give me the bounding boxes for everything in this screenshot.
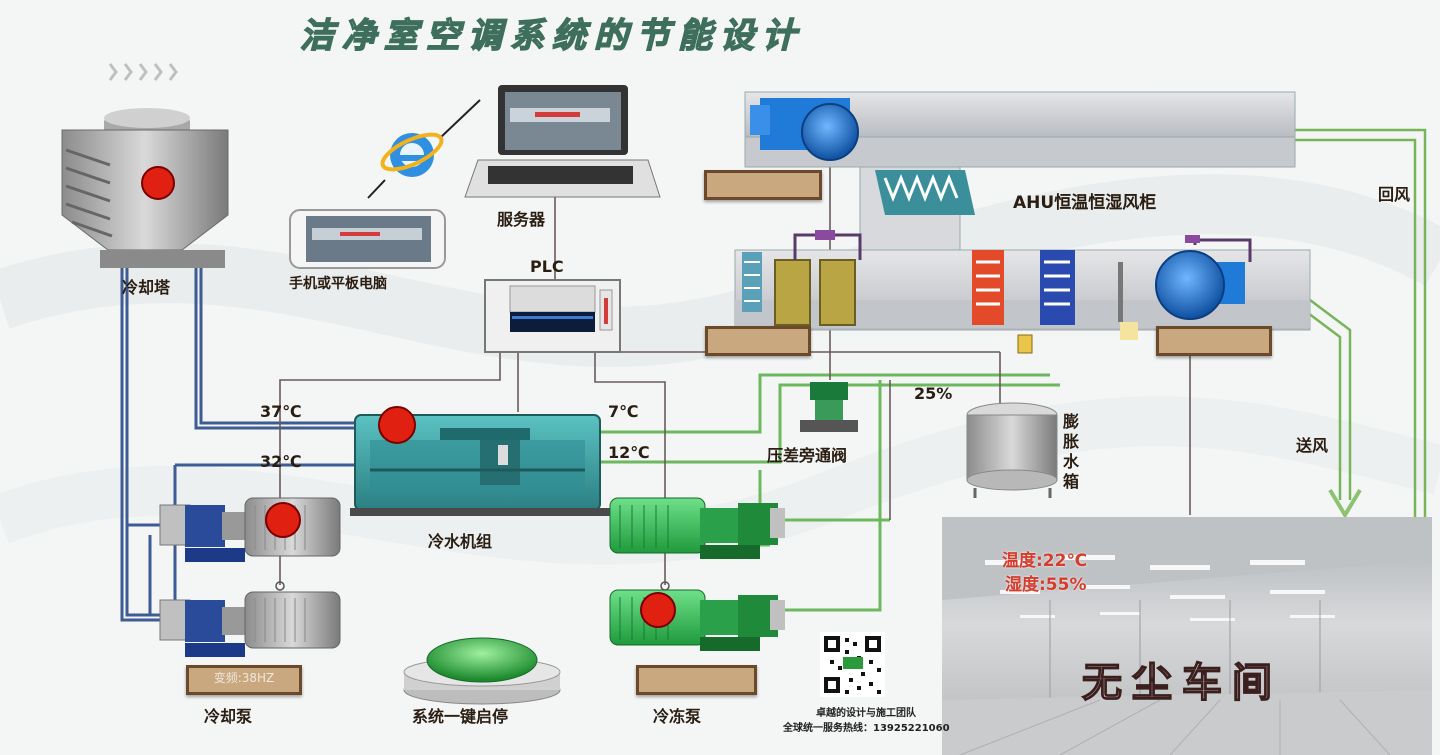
ahu-unit-graphic [734,91,1311,354]
mobile-label: 手机或平板电脑 [289,276,387,292]
temp-32-label: 32℃ [260,452,302,471]
supply-air-label: 送风 [1296,436,1329,455]
bypass-valve-label: 压差旁通阀 [767,446,848,465]
temp-12-label: 12℃ [608,443,650,462]
cleanroom-humidity: 湿度:55% [1005,575,1087,595]
bypass-valve-graphic [800,382,858,432]
cleanroom-title: 无尘车间 [1081,658,1282,707]
cooling-pump-2-graphic [159,591,341,657]
chilled-pump-2-graphic [609,589,785,651]
chiller-graphic [350,406,610,516]
one-key-start-label: 系统一键启停 [412,707,509,726]
server-laptop-graphic [464,85,661,198]
footer-team-text: 卓越的设计与施工团队 [816,708,916,719]
temp-37-label: 37℃ [260,402,302,421]
plc-label: PLC [530,257,564,276]
ahu-supply-fan-nameplate [1156,326,1272,356]
cooling-pump-label: 冷却泵 [204,707,253,726]
expansion-tank-label: 膨胀水箱 [1062,412,1079,491]
cleanroom-temperature: 温度:22℃ [1002,551,1088,571]
qr-code [820,632,885,697]
ahu-fan-nameplate [704,170,822,200]
one-key-start-button-graphic [403,637,561,705]
cooling-tower-label: 冷却塔 [122,278,171,297]
ahu-label: AHU恒温恒湿风柜 [1013,193,1157,213]
chilled-pump-nameplate [636,665,757,695]
supply-air-arrow [1328,488,1362,519]
chiller-label: 冷水机组 [428,532,493,551]
mobile-device-graphic [289,209,446,269]
footer-hotline-text: 全球统一服务热线：13925221060 [783,723,950,734]
chilled-pump-label: 冷冻泵 [653,707,702,726]
ahu-coil-nameplate [705,326,811,356]
plc-cabinet-graphic [484,279,621,353]
cleanroom-photo [942,517,1432,755]
cooling-pump-vfd-plate: 变频:38HZ [186,665,302,695]
internet-icon [367,99,481,199]
expansion-tank-graphic [966,402,1058,498]
percent-25-label: 25% [914,384,953,403]
return-air-label: 回风 [1378,185,1411,204]
diagram-title: 洁净室空调系统的节能设计 [299,15,804,57]
cooling-pump-1-graphic [159,497,341,562]
cooling-tower-graphic [61,63,229,268]
chilled-pump-1-graphic [609,497,785,559]
temp-7-label: 7℃ [608,402,639,421]
server-label: 服务器 [497,210,546,229]
